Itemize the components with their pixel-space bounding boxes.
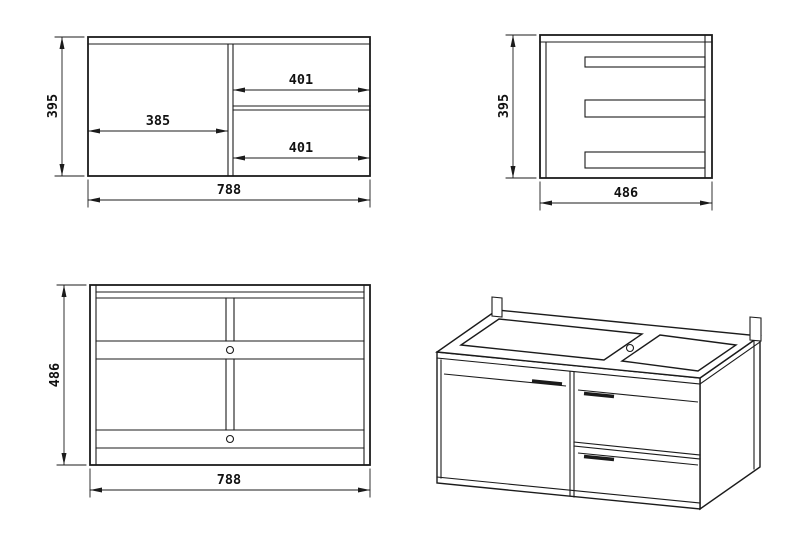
back-hanger-tab [491, 296, 503, 318]
side-depth-dimension: 486 [539, 181, 713, 211]
screw-icon [225, 434, 235, 444]
front-view: 395 385 401 401 788 [45, 36, 371, 208]
side-depth-label: 486 [614, 185, 638, 201]
side-view: 395 486 [496, 34, 713, 211]
side-body-outline [539, 34, 713, 179]
drawer-rail-profile [584, 56, 706, 68]
countertop-edge-line [699, 341, 761, 385]
bottom-drawer-width-label: 401 [289, 140, 313, 156]
door-handle-pull [531, 379, 563, 386]
front-door-width-dimension: 385 [87, 113, 229, 134]
front-bottom-drawer-dimension: 401 [232, 140, 371, 161]
countertop-edge-line [436, 357, 701, 385]
side-cabinet-outline [539, 34, 713, 179]
rear-height-dimension: 486 [47, 284, 87, 466]
door-width-label: 385 [146, 113, 170, 129]
side-height-dimension: 395 [496, 34, 537, 179]
front-top-drawer-dimension: 401 [232, 72, 371, 93]
front-cabinet-outline [87, 36, 371, 177]
side-height-label: 395 [496, 94, 512, 118]
top-frame-left-opening [459, 318, 644, 361]
front-face [436, 351, 701, 510]
front-height-label: 395 [45, 94, 61, 118]
front-height-dimension: 395 [45, 36, 85, 177]
rear-view: 486 788 [47, 284, 371, 498]
top-frame-right-opening [620, 334, 738, 372]
bottom-drawer-handle-groove [577, 452, 699, 466]
rear-height-label: 486 [47, 363, 63, 387]
rear-body-outline [89, 284, 371, 466]
front-width-label: 788 [217, 182, 241, 198]
front-width-dimension: 788 [87, 179, 371, 208]
drawer-divider-line [573, 445, 701, 460]
screw-icon [225, 345, 235, 355]
back-hanger-tab [749, 316, 762, 342]
drawer-rail-profile [584, 151, 706, 169]
drawer-rail-profile [584, 99, 706, 118]
isometric-view [435, 296, 762, 511]
rear-width-label: 788 [217, 472, 241, 488]
top-drawer-width-label: 401 [289, 72, 313, 88]
rear-width-dimension: 788 [89, 468, 371, 498]
bottom-drawer-handle-pull [583, 454, 615, 462]
rear-cabinet-outline [89, 284, 371, 466]
drawer-divider-line [573, 441, 701, 456]
bottom-panel-line [436, 476, 701, 504]
fixing-hole-icon [625, 343, 635, 353]
top-drawer-handle-groove [577, 389, 699, 403]
top-drawer-handle-pull [583, 391, 615, 399]
